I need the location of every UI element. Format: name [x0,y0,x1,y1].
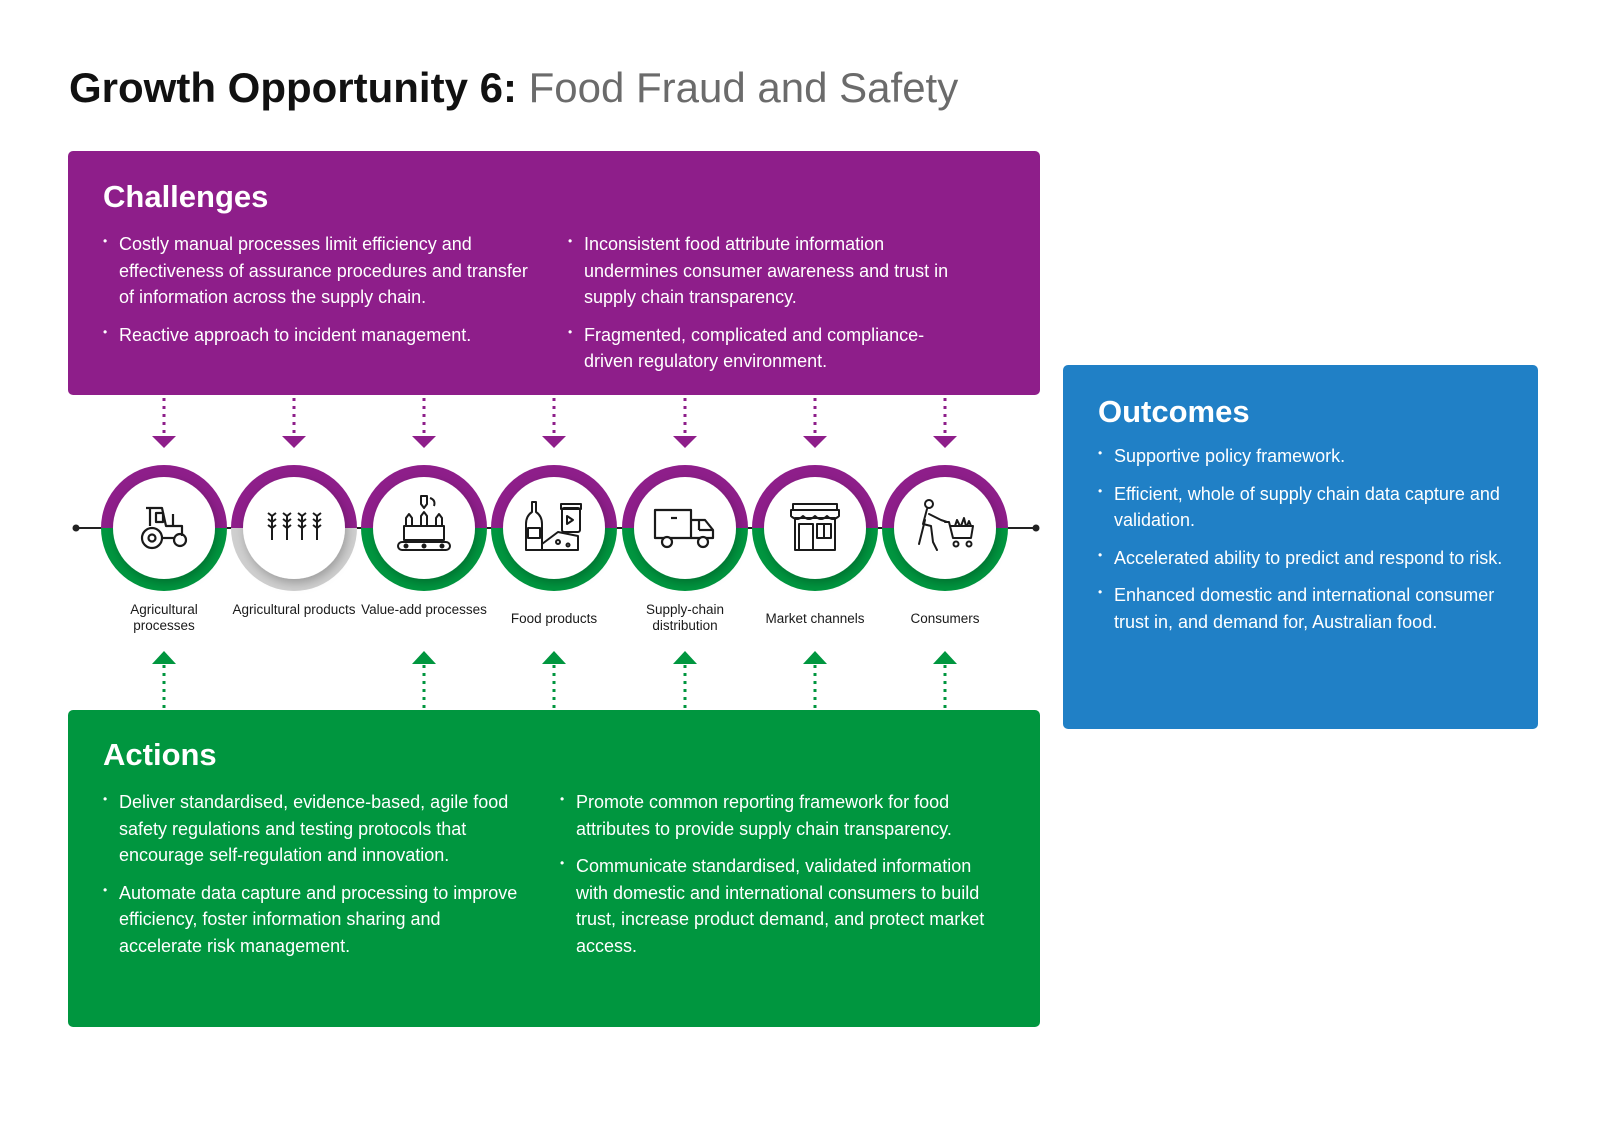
list-item: Supportive policy framework. [1098,440,1518,470]
action-arrowheads [152,651,957,664]
challenges-panel: Challenges Costly manual processes limit… [68,151,1040,395]
outcomes-panel: Outcomes Supportive policy framework. Ef… [1063,365,1538,729]
challenge-arrowhead-6 [803,436,827,448]
food-products-icon [525,501,582,551]
stage-label-value-add-processes: Value-add processes [361,602,487,617]
stage-supply-chain-distribution [622,465,748,591]
action-arrowhead-4 [542,651,566,664]
challenges-right-list: Inconsistent food attribute information … [568,228,968,386]
shop-icon [790,503,840,551]
stage-label-consumers: Consumers [910,611,980,626]
chain-end-dot [1032,524,1040,532]
list-item: Promote common reporting framework for f… [560,786,1000,842]
list-item: Efficient, whole of supply chain data ca… [1098,478,1518,534]
action-arrowhead-5 [673,651,697,664]
action-arrows [162,665,947,708]
page-title-topic: Food Fraud and Safety [528,64,959,111]
actions-right-list: Promote common reporting framework for f… [560,786,1000,970]
list-item: Inconsistent food attribute information … [568,228,968,311]
stage-agricultural-processes [101,465,227,591]
stage-label-market-channels: Market channels [765,611,865,626]
page-title: Growth Opportunity 6: Food Fraud and Saf… [69,62,958,114]
challenge-arrowhead-7 [933,436,957,448]
page-title-prefix: Growth Opportunity 6: [69,64,517,111]
challenge-arrowhead-2 [282,436,306,448]
tractor-icon [140,506,188,550]
stage-label-food-products: Food products [510,611,598,626]
challenge-arrowheads [152,436,957,448]
truck-icon [653,508,715,549]
stage-value-add-processes [361,465,487,591]
shopper-cart-icon [918,499,974,551]
challenges-heading: Challenges [103,179,269,214]
challenge-arrowhead-4 [542,436,566,448]
stage-label-agricultural-products: Agricultural products [232,602,356,617]
action-arrowhead-1 [152,651,176,664]
stage-label-agricultural-processes: Agricultural processes [130,602,198,633]
challenges-left-list: Costly manual processes limit efficiency… [103,228,543,359]
stage-food-products [491,465,617,591]
action-arrowhead-7 [933,651,957,664]
wheat-icon [267,512,322,540]
stage-consumers [882,465,1008,591]
list-item: Communicate standardised, validated info… [560,850,1000,959]
stage-label-supply-chain-distribution: Supply-chain distribution [645,602,725,633]
action-arrowhead-3 [412,651,436,664]
list-item: Accelerated ability to predict and respo… [1098,542,1518,572]
list-item: Deliver standardised, evidence-based, ag… [103,786,523,869]
stage-market-channels [752,465,878,591]
stage-agricultural-products [231,465,357,591]
actions-left-list: Deliver standardised, evidence-based, ag… [103,786,523,970]
challenge-arrowhead-3 [412,436,436,448]
challenge-arrowhead-5 [673,436,697,448]
challenge-arrowhead-1 [152,436,176,448]
outcomes-heading: Outcomes [1098,394,1250,429]
list-item: Automate data capture and processing to … [103,877,523,960]
list-item: Reactive approach to incident management… [103,319,543,349]
list-item: Fragmented, complicated and compliance-d… [568,319,968,375]
factory-bottles-icon [397,495,451,551]
list-item: Costly manual processes limit efficiency… [103,228,543,311]
outcomes-list: Supportive policy framework. Efficient, … [1098,440,1518,646]
challenge-arrows [162,398,947,436]
action-arrowhead-6 [803,651,827,664]
actions-heading: Actions [103,737,217,772]
list-item: Enhanced domestic and international cons… [1098,579,1518,635]
actions-panel: Actions Deliver standardised, evidence-b… [68,710,1040,1027]
chain-start-dot [72,524,80,532]
